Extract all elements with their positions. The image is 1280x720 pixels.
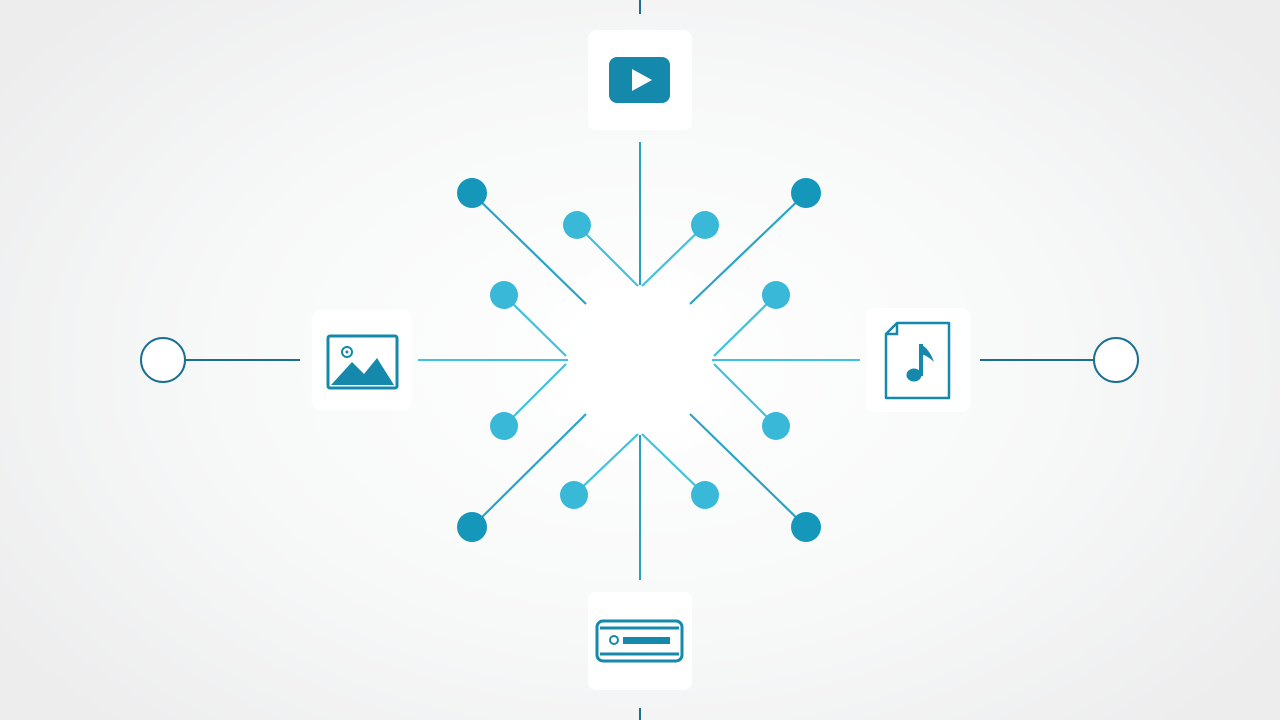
connector-line-1 (471, 192, 587, 305)
connector-line-2 (576, 224, 639, 287)
connector-dot-7 (490, 412, 518, 440)
connector-dot-3 (691, 211, 719, 239)
video-play-icon (609, 57, 670, 103)
left-endpoint-circle (140, 337, 186, 383)
connector-dot-6 (762, 281, 790, 309)
right-endpoint-circle (1093, 337, 1139, 383)
connector-dot-5 (490, 281, 518, 309)
music-file-icon (884, 321, 951, 400)
connector-line-3 (641, 224, 706, 287)
connector-dot-8 (762, 412, 790, 440)
connector-line-9 (573, 433, 639, 496)
connector-dot-10 (691, 481, 719, 509)
connector-dot-2 (563, 211, 591, 239)
connector-dot-9 (560, 481, 588, 509)
connector-line-4 (689, 192, 807, 305)
connector-line-8 (713, 363, 777, 427)
connector-line-11 (471, 413, 587, 528)
connector-dot-1 (457, 178, 487, 208)
connector-dot-12 (791, 512, 821, 542)
connector-line-10 (641, 433, 706, 496)
connector-dot-11 (457, 512, 487, 542)
connector-group (457, 178, 821, 542)
connector-line-5 (503, 294, 567, 357)
connector-line-7 (503, 363, 567, 427)
image-icon (326, 334, 399, 390)
connector-line-6 (713, 294, 777, 357)
connector-line-12 (689, 413, 807, 528)
storage-drive-icon (595, 619, 684, 663)
connector-dot-4 (791, 178, 821, 208)
